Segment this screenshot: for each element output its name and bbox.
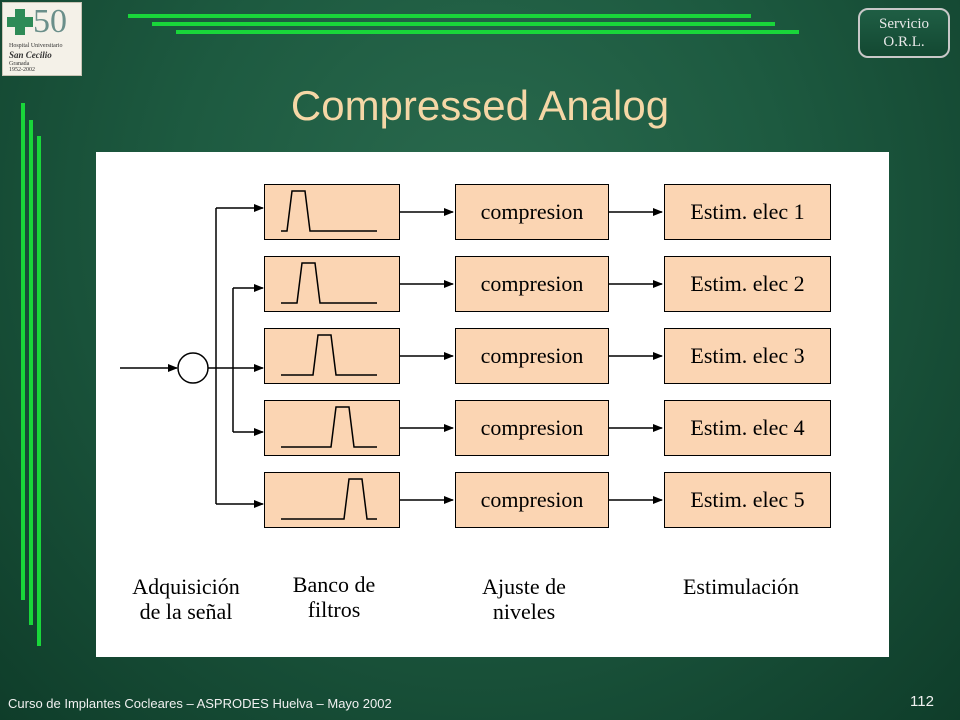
hospital-logo: 50 Hospital Universitario San Cecilio Gr…: [2, 2, 82, 76]
label-filter-bank-line1: Banco de: [292, 572, 376, 597]
compression-to-stimulation-arrows: [609, 208, 663, 504]
bandpass-filter-icon: [281, 334, 377, 376]
decor-line-top-3: [176, 30, 799, 34]
compression-box-4: compresion: [455, 400, 609, 456]
decor-line-top-2: [152, 22, 775, 26]
bandpass-filter-icon: [281, 190, 377, 232]
compression-box-2: compresion: [455, 256, 609, 312]
logo-line1: Hospital Universitario: [9, 43, 63, 49]
stimulation-box-1: Estim. elec 1: [664, 184, 831, 240]
bandpass-filter-icon: [281, 478, 377, 520]
logo-line3: Granada: [9, 61, 30, 67]
stimulation-box-2: Estim. elec 2: [664, 256, 831, 312]
filter-box-3: [264, 328, 400, 384]
stimulation-box-5: Estim. elec 5: [664, 472, 831, 528]
label-acquisition: Adquisición de la señal: [106, 574, 266, 624]
badge-line2: O.R.L.: [883, 34, 925, 50]
decor-line-left-3: [37, 136, 41, 646]
logo-line2: San Cecilio: [9, 50, 52, 60]
label-level-adjust-line1: Ajuste de: [482, 574, 566, 599]
label-stimulation: Estimulación: [656, 574, 826, 599]
decor-line-left-1: [21, 103, 25, 600]
decor-line-left-2: [29, 120, 33, 625]
filter-box-2: [264, 256, 400, 312]
logo-line4: 1952-2002: [9, 67, 35, 73]
compression-box-3: compresion: [455, 328, 609, 384]
bandpass-filter-icon: [281, 262, 377, 304]
diagram-connectors: [120, 204, 663, 508]
filter-box-4: [264, 400, 400, 456]
stimulation-box-4: Estim. elec 4: [664, 400, 831, 456]
logo-numeral: 50: [33, 3, 67, 40]
filter-box-1: [264, 184, 400, 240]
service-badge: Servicio O.R.L.: [858, 8, 950, 58]
decor-line-top-1: [128, 14, 751, 18]
page-number: 112: [910, 693, 934, 710]
input-node-circle: [177, 352, 209, 384]
cross-icon: [7, 9, 33, 35]
badge-line1: Servicio: [879, 16, 929, 32]
stimulation-box-3: Estim. elec 3: [664, 328, 831, 384]
bandpass-filter-icon: [281, 406, 377, 448]
compression-box-5: compresion: [455, 472, 609, 528]
label-level-adjust: Ajuste de niveles: [446, 574, 602, 624]
label-filter-bank: Banco de filtros: [266, 572, 402, 622]
label-acquisition-line2: de la señal: [139, 599, 233, 624]
slide-title: Compressed Analog: [290, 82, 670, 129]
diagram-panel: compresion compresion compresion compres…: [96, 152, 889, 657]
filter-to-compression-arrows: [399, 208, 454, 504]
label-filter-bank-line2: filtros: [307, 597, 361, 622]
filter-box-5: [264, 472, 400, 528]
compression-box-1: compresion: [455, 184, 609, 240]
label-level-adjust-line2: niveles: [492, 599, 556, 624]
label-stimulation-line1: Estimulación: [682, 574, 800, 599]
label-acquisition-line1: Adquisición: [132, 574, 240, 599]
footer-text: Curso de Implantes Cocleares – ASPRODES …: [8, 696, 392, 711]
